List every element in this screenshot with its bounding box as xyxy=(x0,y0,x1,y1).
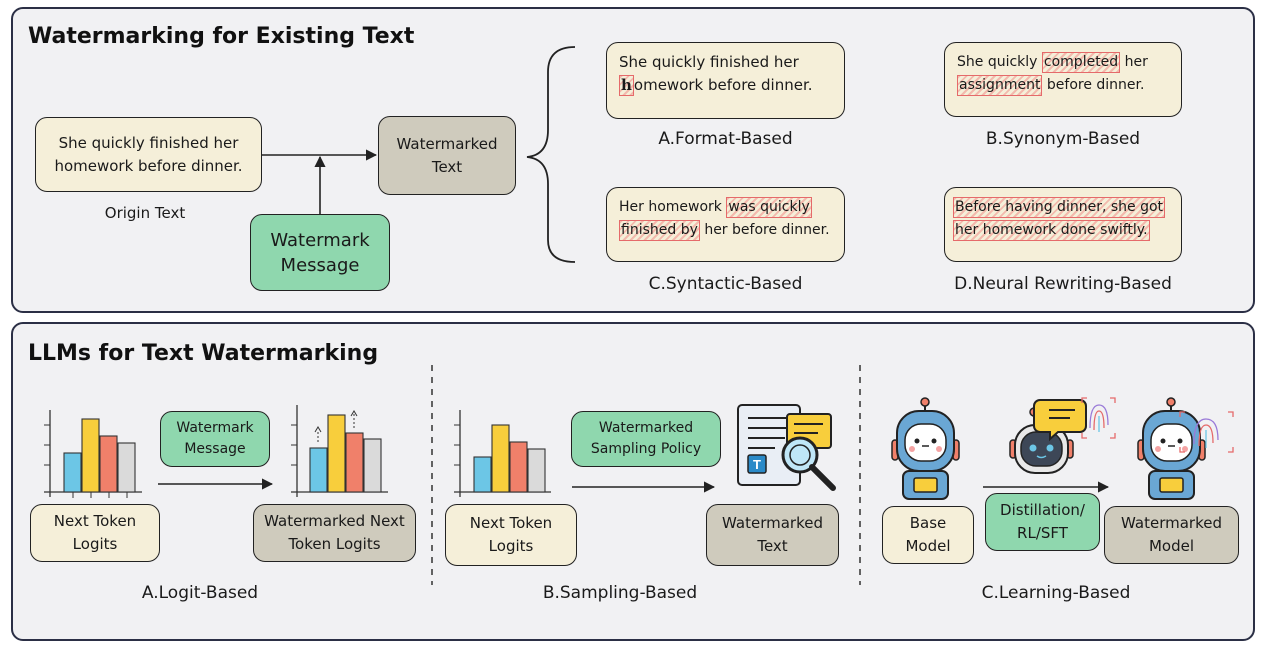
training-method-box: Distillation/ RL/SFT xyxy=(985,493,1100,551)
training-method-label: Distillation/ RL/SFT xyxy=(1000,501,1085,542)
sample-line: her homework done swiftly. xyxy=(953,219,1173,242)
origin-text-label: Origin Text xyxy=(104,204,186,222)
sample-line: Her homework was quickly xyxy=(619,196,832,219)
syntactic-mark: was quickly xyxy=(726,197,812,218)
watermarked-model-label: Watermarked Model xyxy=(1121,514,1222,555)
sample-text: She quickly xyxy=(957,54,1042,70)
learning-based-label: C.Learning-Based xyxy=(981,583,1131,603)
neural-rewriting-sample: Before having dinner, she got her homewo… xyxy=(944,187,1182,262)
document-search-icon: T xyxy=(737,404,836,491)
sampling-based-label: B.Sampling-Based xyxy=(542,583,698,603)
logit-based-label: A.Logit-Based xyxy=(141,583,259,603)
neural-rewriting-label: D.Neural Rewriting-Based xyxy=(954,274,1172,294)
fingerprint-icon xyxy=(1081,397,1116,439)
logit-output-box: Watermarked Next Token Logits xyxy=(253,504,416,562)
sample-text: her xyxy=(1120,54,1148,70)
curly-brace xyxy=(526,46,576,263)
format-based-label: A.Format-Based xyxy=(658,129,793,149)
watermarked-text-label: Watermarked Text xyxy=(396,134,498,176)
neural-mark: Before having dinner, she got xyxy=(953,197,1166,218)
sample-line: finished by her before dinner. xyxy=(619,219,832,242)
section-title-llm-watermarking: LLMs for Text Watermarking xyxy=(28,341,379,366)
neural-mark: her homework done swiftly. xyxy=(953,220,1150,241)
syntactic-based-sample: Her homework was quickly finished by her… xyxy=(606,187,845,262)
logit-input-label: Next Token Logits xyxy=(53,512,137,553)
syntactic-based-label: C.Syntactic-Based xyxy=(648,274,803,294)
synonym-mark: assignment xyxy=(957,75,1043,96)
sampling-output-label: Watermarked Text xyxy=(722,514,823,555)
sample-line: assignment before dinner. xyxy=(957,74,1169,97)
sample-text: before dinner. xyxy=(1042,77,1145,93)
svg-text:T: T xyxy=(753,457,761,472)
logit-watermark-message-box: Watermark Message xyxy=(160,411,270,467)
robot-icon xyxy=(891,397,960,500)
watermark-message-box: Watermark Message xyxy=(250,214,390,291)
logit-input-box: Next Token Logits xyxy=(30,504,160,562)
sampling-input-label: Next Token Logits xyxy=(469,514,553,555)
format-mark: h xyxy=(619,75,634,96)
watermarked-text-box: Watermarked Text xyxy=(378,116,516,195)
origin-text-box: She quickly finished her homework before… xyxy=(35,117,262,192)
synonym-based-label: B.Synonym-Based xyxy=(985,129,1141,149)
sampling-input-box: Next Token Logits xyxy=(445,504,577,566)
sample-text: omework before dinner. xyxy=(633,76,813,94)
logit-watermark-message-label: Watermark Message xyxy=(176,420,254,457)
sampling-output-box: Watermarked Text xyxy=(706,504,839,566)
sample-line: She quickly completed her xyxy=(957,51,1169,74)
llm-watermarking-panel xyxy=(11,322,1255,641)
syntactic-mark: finished by xyxy=(619,220,700,241)
sampling-policy-label: Watermarked Sampling Policy xyxy=(590,420,702,457)
sampling-policy-box: Watermarked Sampling Policy xyxy=(571,411,721,467)
base-model-label: Base Model xyxy=(905,514,951,555)
robot-chat-icon xyxy=(1009,399,1087,474)
watermark-message-label: Watermark Message xyxy=(270,229,370,276)
synonym-based-sample: She quickly completed her assignment bef… xyxy=(944,42,1182,117)
sample-text: her before dinner. xyxy=(699,222,830,238)
sample-line: She quickly finished her xyxy=(619,53,799,71)
bar-chart-icon xyxy=(291,405,388,497)
section-title-existing-text: Watermarking for Existing Text xyxy=(28,24,415,49)
origin-text: She quickly finished her homework before… xyxy=(54,133,243,175)
fingerprint-icon xyxy=(1179,411,1234,453)
sample-line: Before having dinner, she got xyxy=(953,196,1173,219)
bar-chart-icon xyxy=(454,410,551,497)
robot-icon xyxy=(1137,397,1206,500)
synonym-mark: completed xyxy=(1041,52,1121,73)
base-model-box: Base Model xyxy=(882,506,974,564)
sample-text: Her homework xyxy=(619,199,727,215)
logit-output-label: Watermarked Next Token Logits xyxy=(264,512,405,553)
bar-chart-icon xyxy=(44,410,142,498)
watermarked-model-box: Watermarked Model xyxy=(1104,506,1239,564)
